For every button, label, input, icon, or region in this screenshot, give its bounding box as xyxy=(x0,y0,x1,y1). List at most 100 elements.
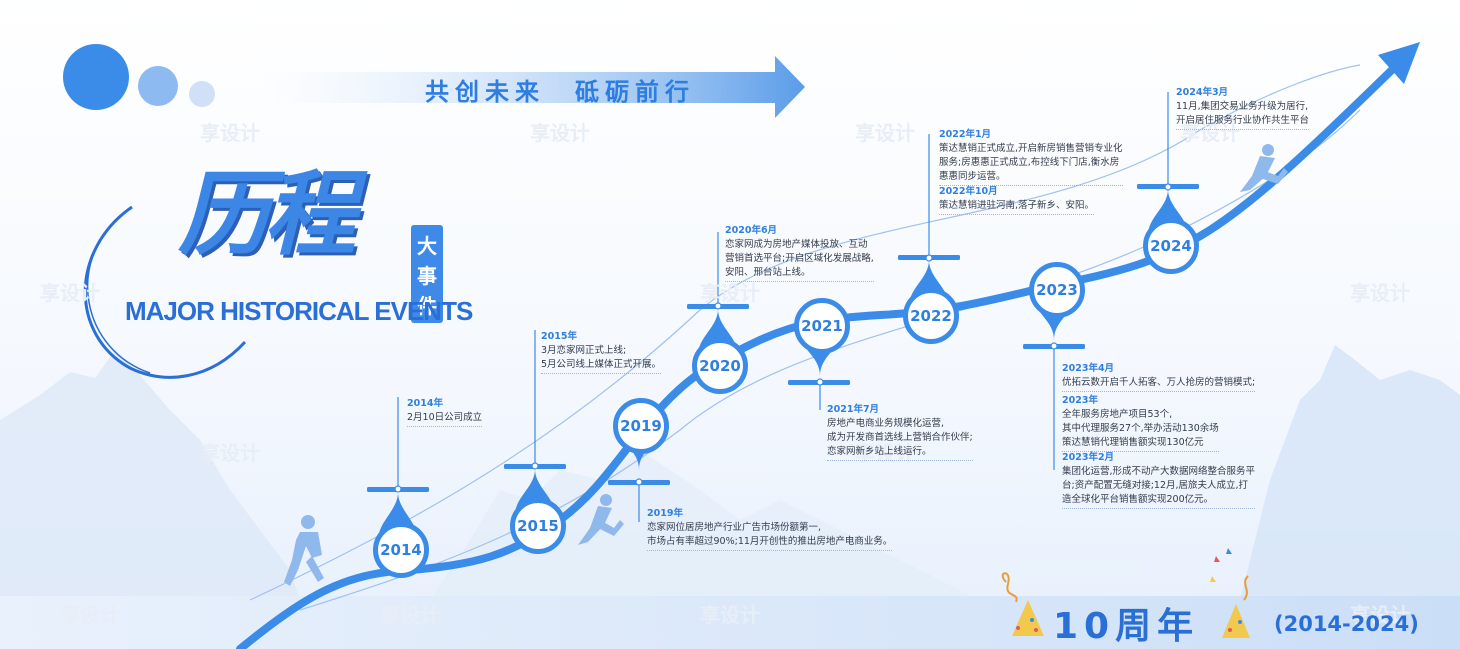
event-body: 房地产电商业务规模化运营, 成为开发商首选线上营销合作伙伴; 恋家网新乡站上线运… xyxy=(827,417,973,461)
event-date: 2022年1月 xyxy=(939,129,992,140)
year-badge-2022: 2022 xyxy=(903,288,959,344)
watermarks: 享设计 享设计 享设计 享设计 享设计 享设计 享设计 享设计 享设计 享设计 … xyxy=(40,121,1410,627)
anniversary-label: 10周年 xyxy=(1053,606,1200,647)
event-2019: 2019年 恋家网位居房地产行业广告市场份额第一, 市场占有率超过90%;11月… xyxy=(647,507,893,554)
event-text: 开启居住服务行业协作共生平台 xyxy=(1176,115,1310,126)
mountain-center xyxy=(430,450,980,600)
event-text: 策达慧销正式成立,开启新房销售营销专业化 xyxy=(939,143,1123,154)
event-date: 2023年4月 xyxy=(1062,363,1115,374)
watermark: 享设计 xyxy=(200,441,260,465)
bottom-band xyxy=(0,596,1460,649)
runner-left-icon xyxy=(284,515,324,586)
watermark: 享设计 xyxy=(60,603,120,627)
event-text: 恋家网位居房地产行业广告市场份额第一, xyxy=(647,522,822,533)
event-2024: 2024年3月 11月,集团交易业务升级为居行, 开启居住服务行业协作共生平台 xyxy=(1176,86,1310,133)
event-2023-apr: 2023年4月 优拓云数开启千人拓客、万人抢房的营销模式; xyxy=(1062,362,1256,395)
year-badge-2024: 2024 xyxy=(1143,218,1199,274)
slogan-text: 共创未来 砥砺前行 xyxy=(425,78,695,106)
event-text: 恋家网新乡站上线运行。 xyxy=(827,446,932,457)
watermark: 享设计 xyxy=(1180,121,1240,145)
event-2022-jan: 2022年1月 策达慧销正式成立,开启新房销售营销专业化 服务;房惠惠正式成立,… xyxy=(939,128,1123,189)
event-text: 3月恋家网正式上线; xyxy=(541,345,627,356)
event-text: 优拓云数开启千人拓客、万人抢房的营销模式; xyxy=(1062,377,1256,388)
event-2014: 2014年 2月10日公司成立 xyxy=(407,397,483,430)
title-badge: 大 事 件 xyxy=(411,225,443,323)
mountain-right xyxy=(1240,345,1460,600)
event-body: 11月,集团交易业务升级为居行, 开启居住服务行业协作共生平台 xyxy=(1176,100,1310,130)
guide-curve-lower xyxy=(299,109,1361,611)
event-2021: 2021年7月 房地产电商业务规模化运营, 成为开发商首选线上营销合作伙伴; 恋… xyxy=(827,403,973,464)
event-body: 策达慧销进驻河南,落子新乡、安阳。 xyxy=(939,199,1095,215)
event-2015: 2015年 3月恋家网正式上线; 5月公司线上媒体正式开展。 xyxy=(541,330,662,377)
event-body: 优拓云数开启千人拓客、万人抢房的营销模式; xyxy=(1062,376,1256,392)
watermark: 享设计 xyxy=(1350,281,1410,305)
runner-middle-icon xyxy=(578,494,624,545)
event-2023-year: 2023年 全年服务房地产项目53个, 其中代理服务27个,举办活动130余场 … xyxy=(1062,394,1219,455)
event-text: 其中代理服务27个,举办活动130余场 xyxy=(1062,423,1219,434)
event-body: 恋家网位居房地产行业广告市场份额第一, 市场占有率超过90%;11月开创性的推出… xyxy=(647,521,893,551)
event-body: 恋家网成为房地产媒体投放、互动 营销首选平台;开启区域化发展战略, 安阳、邢台站… xyxy=(725,238,874,282)
watermark: 享设计 xyxy=(200,121,260,145)
guide-curve-upper xyxy=(249,64,1361,601)
deco-circle-medium xyxy=(138,66,178,106)
title-english: MAJOR HISTORICAL EVENTS xyxy=(125,296,473,326)
event-2023-feb: 2023年2月 集团化运营,形成不动产大数据网络整合服务平 台;资产配置无缝对接… xyxy=(1062,451,1256,512)
deco-circle-large xyxy=(63,44,129,110)
title-badge-char: 件 xyxy=(417,294,437,318)
watermark: 享设计 xyxy=(855,121,915,145)
watermark: 享设计 xyxy=(700,281,760,305)
event-body: 全年服务房地产项目53个, 其中代理服务27个,举办活动130余场 策达慧销代理… xyxy=(1062,408,1219,452)
watermark: 享设计 xyxy=(40,281,100,305)
event-text: 策达慧销代理销售额实现130亿元 xyxy=(1062,437,1204,448)
watermark: 享设计 xyxy=(855,441,915,465)
event-text: 2月10日公司成立 xyxy=(407,412,483,423)
slogan-arrow-banner xyxy=(250,56,805,118)
event-body: 2月10日公司成立 xyxy=(407,411,483,427)
event-text: 造全球化平台销售额实现200亿元。 xyxy=(1062,494,1214,505)
title-badge-char: 大 xyxy=(417,234,437,258)
event-text: 市场占有率超过90%;11月开创性的推出房地产电商业务。 xyxy=(647,536,893,547)
event-date: 2023年 xyxy=(1062,395,1098,406)
watermark: 享设计 xyxy=(380,603,440,627)
watermark: 享设计 xyxy=(700,603,760,627)
year-badge-2023: 2023 xyxy=(1029,262,1085,318)
watermark: 享设计 xyxy=(1350,603,1410,627)
event-text: 成为开发商首选线上营销合作伙伴; xyxy=(827,432,973,443)
event-text: 台;资产配置无缝对接;12月,居旅夫人成立,打 xyxy=(1062,480,1249,491)
event-body: 3月恋家网正式上线; 5月公司线上媒体正式开展。 xyxy=(541,344,662,374)
mountain-left xyxy=(0,350,300,600)
event-date: 2022年10月 xyxy=(939,186,998,197)
year-badge-2019: 2019 xyxy=(613,398,669,454)
event-date: 2014年 xyxy=(407,398,443,409)
anniversary-range: (2014-2024) xyxy=(1274,612,1419,636)
runner-right-icon xyxy=(1240,144,1288,192)
event-text: 全年服务房地产项目53个, xyxy=(1062,409,1173,420)
title-calligraphy: 历程 xyxy=(178,160,356,268)
event-2022-oct: 2022年10月 策达慧销进驻河南,落子新乡、安阳。 xyxy=(939,185,1095,218)
party-hat-left-icon xyxy=(1001,572,1044,636)
event-text: 11月,集团交易业务升级为居行, xyxy=(1176,101,1309,112)
event-date: 2021年7月 xyxy=(827,404,880,415)
event-text: 策达慧销进驻河南,落子新乡、安阳。 xyxy=(939,200,1095,211)
event-text: 安阳、邢台站上线。 xyxy=(725,267,811,278)
event-body: 策达慧销正式成立,开启新房销售营销专业化 服务;房惠惠正式成立,布控线下门店,衡… xyxy=(939,142,1123,186)
event-text: 惠惠同步运营。 xyxy=(939,171,1006,182)
year-badge-2021: 2021 xyxy=(794,298,850,354)
event-date: 2024年3月 xyxy=(1176,87,1229,98)
year-badge-2015: 2015 xyxy=(510,498,566,554)
year-badge-2014: 2014 xyxy=(373,522,429,578)
event-text: 服务;房惠惠正式成立,布控线下门店,衡水房 xyxy=(939,157,1120,168)
title-badge-char: 事 xyxy=(417,264,437,288)
event-2020: 2020年6月 恋家网成为房地产媒体投放、互动 营销首选平台;开启区域化发展战略… xyxy=(725,224,874,285)
party-hat-right-icon xyxy=(1210,548,1250,638)
timeline-arrowhead xyxy=(1378,42,1420,84)
watermark: 享设计 xyxy=(530,121,590,145)
event-text: 恋家网成为房地产媒体投放、互动 xyxy=(725,239,868,250)
event-body: 集团化运营,形成不动产大数据网络整合服务平 台;资产配置无缝对接;12月,居旅夫… xyxy=(1062,465,1256,509)
event-text: 营销首选平台;开启区域化发展战略, xyxy=(725,253,874,264)
event-text: 房地产电商业务规模化运营, xyxy=(827,418,945,429)
event-text: 5月公司线上媒体正式开展。 xyxy=(541,359,662,370)
event-date: 2020年6月 xyxy=(725,225,778,236)
